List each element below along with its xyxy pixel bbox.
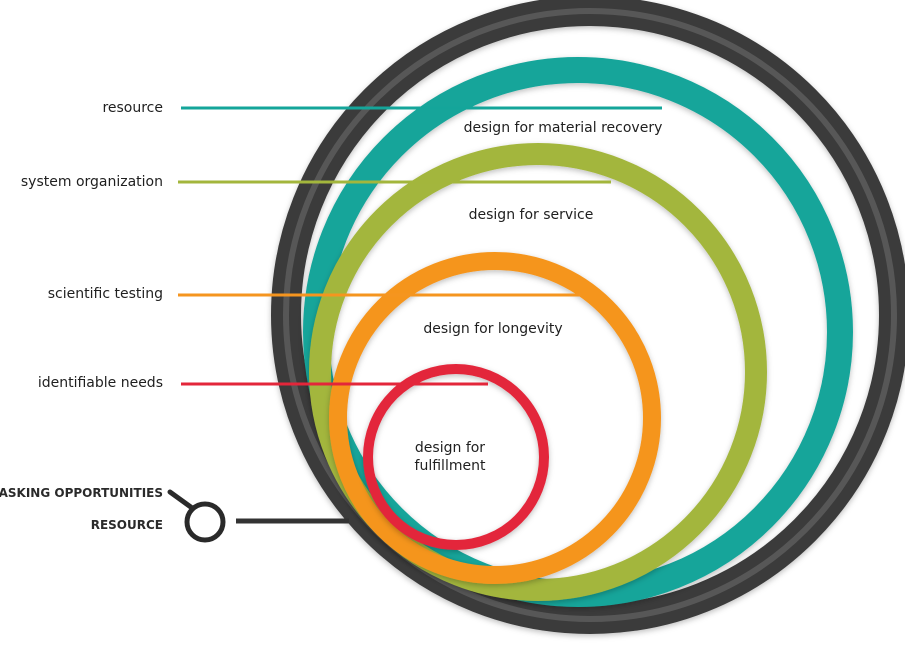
legend-resource: RESOURCE bbox=[91, 518, 163, 532]
label-system-organization: system organization bbox=[21, 174, 163, 190]
legend-tasking-opportunities: TASKING OPPORTUNITIES bbox=[0, 486, 163, 500]
ring-label-fulfillment-line2: fulfillment bbox=[415, 458, 486, 474]
outer-ring-highlight bbox=[283, 8, 897, 622]
ring-label-service: design for service bbox=[469, 207, 594, 223]
ring-label-longevity: design for longevity bbox=[423, 321, 562, 337]
ring-longevity bbox=[329, 252, 661, 584]
ring-fulfillment bbox=[363, 364, 549, 550]
ring-label-material-recovery: design for material recovery bbox=[464, 120, 663, 136]
magnifier-ring-icon bbox=[167, 489, 226, 543]
ring-label-fulfillment-line1: design for bbox=[415, 440, 485, 456]
label-identifiable-needs: identifiable needs bbox=[38, 375, 163, 391]
ring-service bbox=[309, 143, 767, 601]
label-scientific-testing: scientific testing bbox=[48, 286, 163, 302]
label-resource: resource bbox=[102, 100, 163, 116]
